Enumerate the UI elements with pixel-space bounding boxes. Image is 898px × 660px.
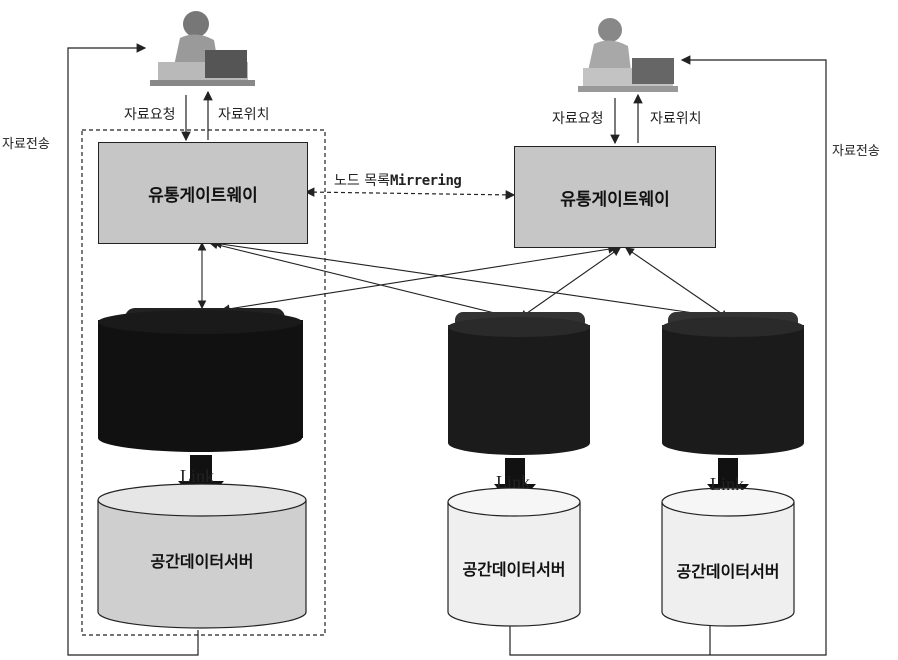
storage-cylinder-1 xyxy=(98,308,303,452)
request-label-right: 자료요청 xyxy=(552,108,604,128)
mirroring-label: 노드 목록Mirrering xyxy=(334,170,461,190)
mirroring-arrow xyxy=(306,192,514,195)
mirroring-word: Mirrering xyxy=(390,173,461,189)
gw2-to-st3 xyxy=(626,248,728,318)
gw2-to-st1 xyxy=(222,248,616,310)
user-figure-left xyxy=(150,11,255,86)
server-cylinder-3 xyxy=(662,488,794,626)
gateway-left: 유통게이트웨이 xyxy=(98,142,308,244)
link-label-2: Link xyxy=(496,472,530,493)
mirroring-prefix: 노드 목록 xyxy=(334,173,390,189)
link-label-1: Link xyxy=(180,466,214,487)
server-label-3: 공간데이터서버 xyxy=(654,558,802,582)
location-label-right: 자료위치 xyxy=(650,108,702,128)
storage-cylinder-3 xyxy=(662,312,804,455)
storage-cylinder-2 xyxy=(448,312,590,455)
request-label-left: 자료요청 xyxy=(124,104,176,124)
user-figure-right xyxy=(578,18,678,92)
link-label-3: Link xyxy=(710,474,744,495)
location-label-left: 자료위치 xyxy=(218,104,270,124)
server-label-2: 공간데이터서버 xyxy=(440,556,588,580)
gw2-to-st2 xyxy=(520,248,620,318)
server-label-1: 공간데이터서버 xyxy=(98,548,306,572)
gateway-right: 유통게이트웨이 xyxy=(514,146,716,248)
transfer-label-right: 자료전송 xyxy=(832,140,880,159)
transfer-label-left: 자료전송 xyxy=(2,133,50,152)
